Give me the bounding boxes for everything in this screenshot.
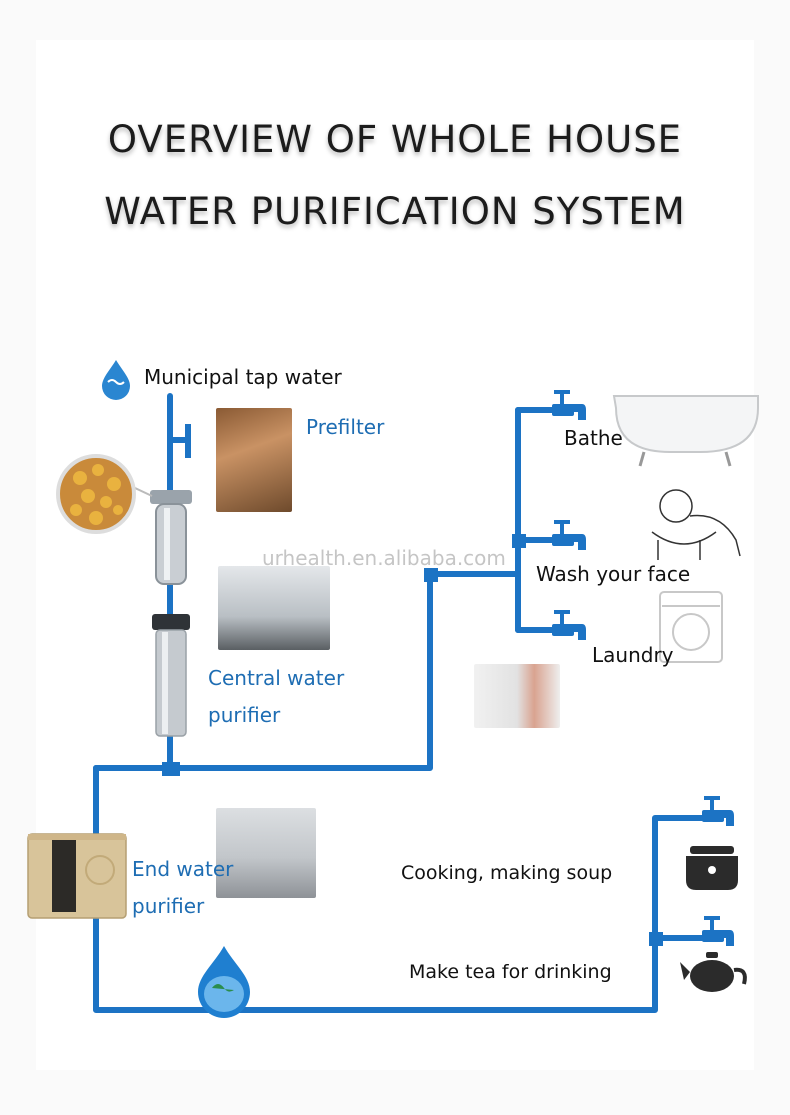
washing-machine-icon	[659, 591, 723, 663]
central-purifier-label-1: Central water	[208, 666, 345, 690]
bathtub-icon	[612, 395, 759, 467]
living-room-photo	[216, 808, 316, 898]
bathroom-photo	[474, 664, 560, 728]
bathe-label: Bathe	[564, 426, 623, 450]
drinking-pipe	[93, 765, 711, 1013]
kitchen-photo	[218, 566, 330, 650]
tea-label: Make tea for drinking	[409, 961, 612, 983]
washbasin-icon	[651, 489, 741, 560]
end-purifier-label-2: purifier	[132, 894, 205, 918]
municipal-tap-water-label: Municipal tap water	[144, 365, 342, 389]
central-purifier-label-2: purifier	[208, 703, 281, 727]
watermark: urhealth.en.alibaba.com	[262, 546, 506, 570]
laundry-label: Laundry	[592, 643, 674, 667]
faucet-icon	[552, 390, 734, 946]
sediment-magnifier	[56, 454, 153, 534]
teapot-icon	[680, 952, 747, 992]
wash-face-label: Wash your face	[536, 562, 691, 586]
globe-drop-icon	[198, 946, 250, 1018]
supply-pipe	[93, 571, 521, 771]
water-drop-icon	[102, 360, 130, 400]
prefilter-label: Prefilter	[306, 415, 385, 439]
title-line-1: OVERVIEW OF WHOLE HOUSE	[107, 118, 683, 161]
title-line-2: WATER PURIFICATION SYSTEM	[104, 190, 686, 233]
cooking-label: Cooking, making soup	[401, 862, 613, 884]
end-purifier-label-1: End water	[132, 857, 234, 881]
central-purifier-tank	[152, 614, 190, 737]
prefilter-housing	[150, 490, 192, 585]
rice-cooker-icon	[686, 846, 738, 890]
end-purifier-unit	[27, 833, 127, 919]
prefilter-photo	[216, 408, 292, 512]
pipe-joints	[162, 534, 663, 946]
